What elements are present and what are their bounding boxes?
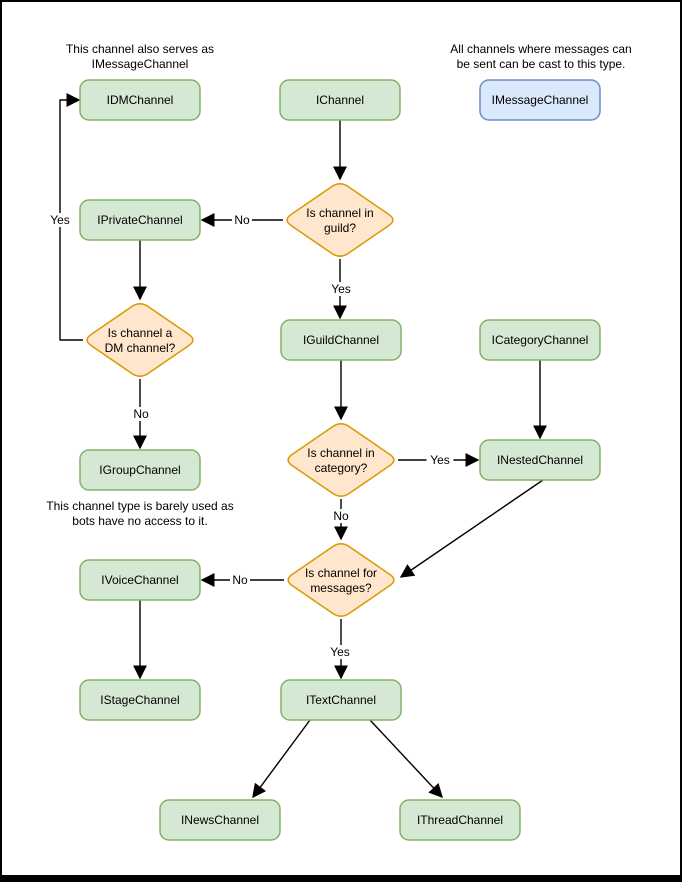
edge-label-background <box>131 407 151 421</box>
node-IGuildChannel: IGuildChannel <box>280 319 402 361</box>
node-shape <box>479 319 601 361</box>
node-label-IPrivateChannel: IPrivateChannel <box>97 213 182 227</box>
edge-label-background <box>326 645 354 659</box>
node-IVoiceChannel: IVoiceChannel <box>79 559 201 601</box>
node-label-IStageChannel: IStageChannel <box>100 693 179 707</box>
node-label-ICategoryChannel: ICategoryChannel <box>492 333 589 347</box>
node-label-ITextChannel: ITextChannel <box>306 693 376 707</box>
node-INewsChannel: INewsChannel <box>159 799 281 841</box>
edge-label-background <box>46 213 74 227</box>
node-IGroupChannel: IGroupChannel <box>79 449 201 491</box>
decision-shape <box>287 543 395 617</box>
node-shape <box>280 319 402 361</box>
edge-label-dm-decision-yes: Yes <box>50 213 70 227</box>
node-shape <box>279 79 401 121</box>
node-label-INestedChannel: INestedChannel <box>497 453 583 467</box>
node-label-IVoiceChannel: IVoiceChannel <box>101 573 178 587</box>
node-IThreadChannel: IThreadChannel <box>399 799 521 841</box>
node-shape <box>399 799 521 841</box>
node-IChannel: IChannel <box>279 79 401 121</box>
node-shape <box>79 679 201 721</box>
node-ITextChannel: ITextChannel <box>280 679 402 721</box>
node-IDMChannel: IDMChannel <box>79 79 201 121</box>
edge-itext-to-inews <box>252 719 311 799</box>
decision-shape <box>287 423 395 497</box>
node-ICategoryChannel: ICategoryChannel <box>479 319 601 361</box>
edge-label-background <box>426 453 454 467</box>
node-shape <box>159 799 281 841</box>
node-shape <box>79 449 201 491</box>
edge-label-background <box>232 213 252 227</box>
node-IStageChannel: IStageChannel <box>79 679 201 721</box>
node-shape <box>479 439 601 481</box>
edge-line <box>399 479 544 578</box>
edge-label-category-decision-no: No <box>333 509 349 523</box>
edge-label-guild-decision-yes: Yes <box>331 282 351 296</box>
edge-itext-to-ithread <box>369 719 443 799</box>
node-shape <box>79 199 201 241</box>
edge-line <box>369 719 443 799</box>
edge-line <box>252 719 311 799</box>
edge-label-background <box>327 282 355 296</box>
edge-label-messages-decision-yes: Yes <box>330 645 350 659</box>
edge-inested-to-messages-decision <box>399 479 544 578</box>
node-label-IThreadChannel: IThreadChannel <box>417 813 503 827</box>
node-INestedChannel: INestedChannel <box>479 439 601 481</box>
page-frame-bottom <box>0 875 682 882</box>
node-label-IMessageChannel: IMessageChannel <box>492 93 589 107</box>
node-shape <box>280 679 402 721</box>
node-shape <box>79 559 201 601</box>
node-label-IChannel: IChannel <box>316 93 364 107</box>
node-IMessageChannel: IMessageChannel <box>479 79 601 121</box>
edge-label-messages-decision-no: No <box>232 573 248 587</box>
decision-shape <box>286 183 394 257</box>
node-shape <box>79 79 201 121</box>
edge-label-category-decision-yes: Yes <box>430 453 450 467</box>
edge-label-background <box>230 573 250 587</box>
edge-label-guild-decision-no: No <box>234 213 250 227</box>
node-label-IDMChannel: IDMChannel <box>107 93 174 107</box>
node-label-IGroupChannel: IGroupChannel <box>99 463 180 477</box>
node-layer: IDMChannel IChannel IMessageChannelIPrivat… <box>79 79 601 841</box>
node-label-INewsChannel: INewsChannel <box>181 813 259 827</box>
decision-shape <box>86 303 194 377</box>
node-IPrivateChannel: IPrivateChannel <box>79 199 201 241</box>
node-shape <box>479 79 601 121</box>
node-label-IGuildChannel: IGuildChannel <box>303 333 379 347</box>
edge-label-background <box>331 509 351 523</box>
edge-label-dm-decision-no: No <box>133 407 149 421</box>
